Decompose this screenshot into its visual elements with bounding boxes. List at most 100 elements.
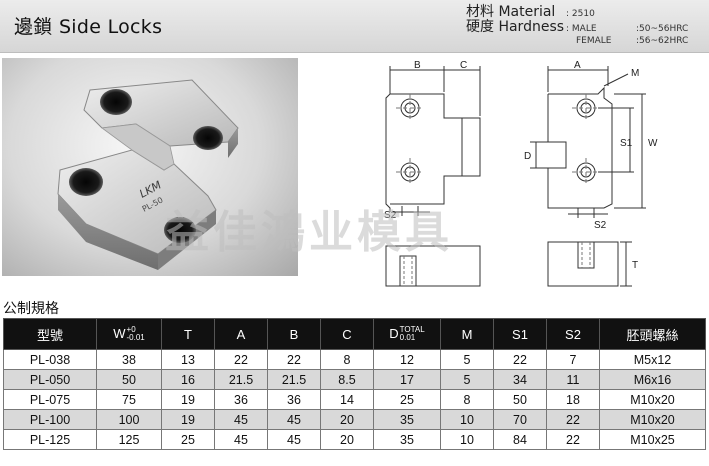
table-cell: 84 (493, 429, 547, 450)
col-b: B (267, 318, 321, 350)
table-cell: PL-038 (3, 349, 97, 370)
col-s2: S2 (546, 318, 600, 350)
table-cell: M10x25 (599, 429, 706, 450)
table-cell: 19 (161, 409, 215, 430)
table-cell: 22 (214, 349, 268, 370)
col-d-sup: TOTAL (399, 325, 425, 335)
table-cell: 10 (440, 429, 494, 450)
table-cell: 100 (96, 409, 162, 430)
table-cell: 19 (161, 389, 215, 410)
page-title: 邊鎖 Side Locks (14, 16, 163, 38)
product-photo: LKM PL-50 (2, 58, 298, 276)
table-cell: M6x16 (599, 369, 706, 390)
col-t: T (161, 318, 215, 350)
table-cell: M5x12 (599, 349, 706, 370)
table-cell: 10 (440, 409, 494, 430)
dim-label-w: W (648, 138, 658, 149)
col-m: M (440, 318, 494, 350)
table-cell: 45 (267, 429, 321, 450)
table-cell: 36 (214, 389, 268, 410)
table-cell: 20 (320, 429, 374, 450)
dim-label-t: T (632, 260, 638, 271)
dimension-drawing: B C A M D S1 W S2 S2 T (384, 60, 658, 287)
table-cell: 8 (320, 349, 374, 370)
technical-drawing: B C A M D S1 W S2 S2 T (340, 56, 700, 292)
col-c: C (320, 318, 374, 350)
table-cell: 14 (320, 389, 374, 410)
table-cell: PL-100 (3, 409, 97, 430)
table-cell: 5 (440, 369, 494, 390)
dim-label-m: M (631, 68, 639, 79)
table-cell: PL-125 (3, 429, 97, 450)
table-cell: 22 (546, 429, 600, 450)
col-d-sub: 0.01 (399, 333, 416, 343)
table-cell: 16 (161, 369, 215, 390)
table-cell: 45 (214, 409, 268, 430)
dim-label-s1: S1 (620, 138, 633, 149)
table-cell: 21.5 (214, 369, 268, 390)
male-value: :50~56HRC (636, 24, 689, 34)
table-cell: 35 (373, 429, 441, 450)
table-cell: 38 (96, 349, 162, 370)
table-cell: 7 (546, 349, 600, 370)
dim-label-s2-right: S2 (594, 220, 607, 231)
section-title: 公制規格 (3, 301, 59, 317)
hardness-label: 硬度 Hardness (466, 19, 565, 35)
table-cell: 36 (267, 389, 321, 410)
col-screw: 胚頭螺絲 (599, 318, 706, 350)
table-cell: 18 (546, 389, 600, 410)
table-cell: PL-050 (3, 369, 97, 390)
side-lock-illustration: LKM PL-50 (57, 79, 239, 270)
col-d-label: D (389, 325, 399, 341)
table-cell: 22 (267, 349, 321, 370)
table-cell: 45 (214, 429, 268, 450)
table-cell: 125 (96, 429, 162, 450)
col-s1: S1 (493, 318, 547, 350)
dim-label-c: C (460, 60, 467, 71)
table-cell: 8 (440, 389, 494, 410)
female-label: FEMALE (576, 36, 612, 46)
dim-label-d: D (524, 151, 531, 162)
dim-label-s2-left: S2 (384, 210, 397, 221)
table-cell: 45 (267, 409, 321, 430)
male-label: : MALE (566, 24, 597, 34)
table-cell: 13 (161, 349, 215, 370)
table-cell: 70 (493, 409, 547, 430)
table-cell: 5 (440, 349, 494, 370)
table-cell: 21.5 (267, 369, 321, 390)
table-cell: 50 (96, 369, 162, 390)
table-cell: 22 (493, 349, 547, 370)
header-band: 邊鎖 Side Locks 材料 Material : 2510 硬度 Hard… (0, 0, 709, 53)
table-cell: 34 (493, 369, 547, 390)
watermark-text: 益佳鴻业模具 (165, 207, 453, 258)
table-cell: 25 (373, 389, 441, 410)
table-cell: 17 (373, 369, 441, 390)
col-w-tol-top: +0 (126, 325, 136, 335)
col-w-tolerance: +0-0.01 (127, 326, 145, 342)
table-cell: 11 (546, 369, 600, 390)
table-cell: M10x20 (599, 409, 706, 430)
table-cell: 75 (96, 389, 162, 410)
table-cell: 35 (373, 409, 441, 430)
table-cell: 50 (493, 389, 547, 410)
table-cell: 8.5 (320, 369, 374, 390)
table-cell: PL-075 (3, 389, 97, 410)
col-model: 型號 (3, 318, 97, 350)
dim-label-b: B (414, 60, 421, 71)
col-w-label: W (113, 325, 126, 341)
col-w-tol-bottom: -0.01 (126, 333, 145, 343)
col-w: W+0-0.01 (96, 318, 162, 350)
table-cell: 22 (546, 409, 600, 430)
table-cell: 12 (373, 349, 441, 370)
material-value: : 2510 (566, 9, 595, 19)
table-cell: 25 (161, 429, 215, 450)
